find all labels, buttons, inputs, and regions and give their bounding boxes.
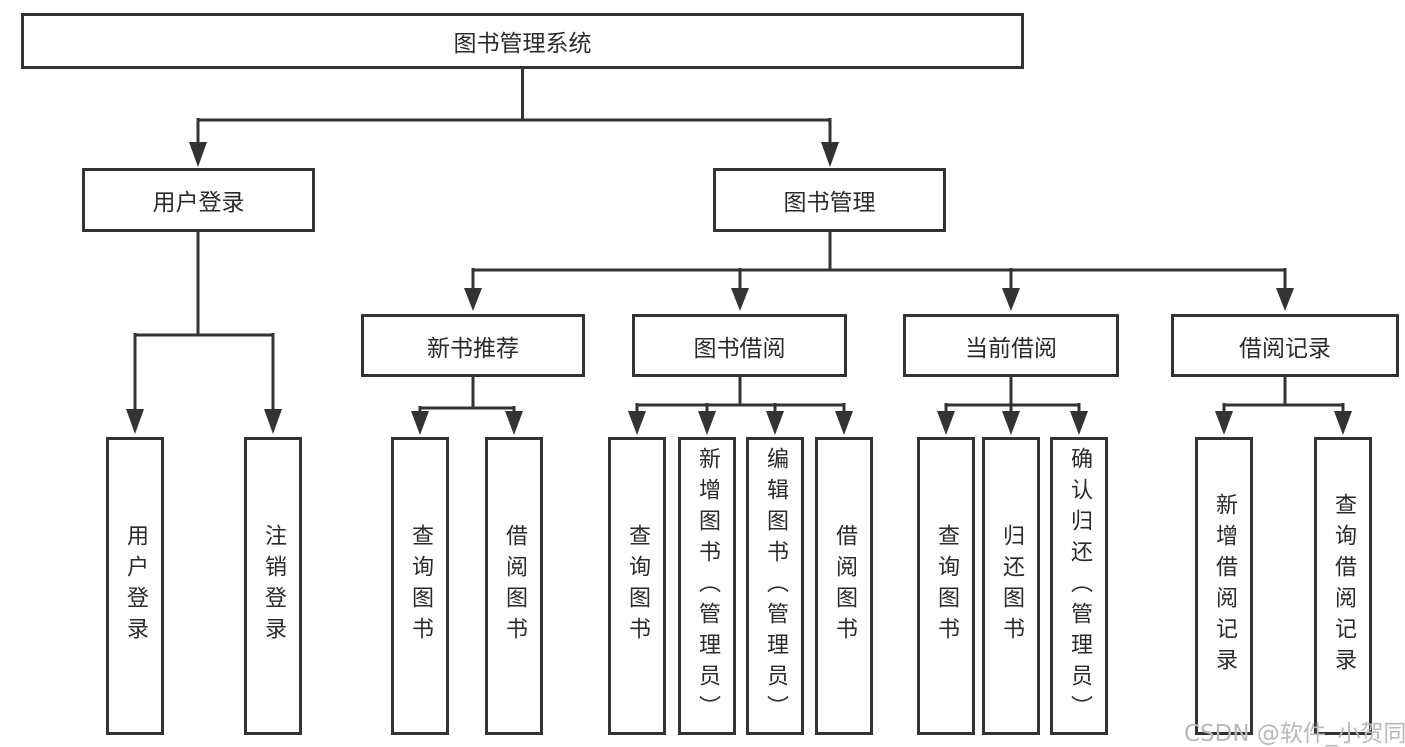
connector-new-book-recommendation-children — [411, 375, 523, 435]
node-label: 当前借阅 — [965, 335, 1057, 362]
node-label: 图书管理系统 — [453, 31, 592, 57]
node-label: 新增借阅记录 — [1212, 493, 1237, 679]
node-label: 用户登录 — [152, 190, 245, 216]
node-label: 图书借阅 — [693, 335, 786, 362]
leaf-recommend-borrow-books: 借阅图书 — [485, 437, 543, 735]
node-label: 查询图书 — [408, 524, 433, 648]
leaf-current-return-books: 归还图书 — [982, 437, 1040, 735]
node-label: 用户登录 — [123, 524, 148, 648]
node-label: 查询图书 — [625, 524, 650, 648]
leaf-user-login: 用户登录 — [106, 437, 164, 735]
connector-current-borrowing-children — [937, 375, 1088, 435]
connector-book-management-children — [464, 230, 1294, 311]
node-label: 借阅图书 — [502, 524, 527, 648]
node-library-system: 图书管理系统 — [21, 13, 1024, 69]
leaf-borrowing-borrow-books: 借阅图书 — [815, 437, 873, 735]
csdn-watermark: CSDN @软件_小贺同学 — [1184, 721, 1405, 747]
leaf-records-add-borrow-record: 新增借阅记录 — [1195, 437, 1253, 735]
node-label: 新书推荐 — [427, 335, 519, 362]
node-book-borrowing: 图书借阅 — [632, 314, 847, 377]
connector-book-borrowing-children — [628, 375, 853, 435]
node-label: 确认归还（管理员） — [1067, 446, 1092, 726]
leaf-recommend-query-books: 查询图书 — [391, 437, 449, 735]
node-label: 借阅图书 — [832, 524, 857, 648]
connector-user-login-children — [126, 230, 282, 434]
node-new-book-recommendation: 新书推荐 — [361, 314, 585, 377]
node-book-management: 图书管理 — [713, 168, 946, 232]
leaf-logout-login: 注销登录 — [244, 437, 302, 735]
node-label: 编辑图书（管理员） — [763, 446, 788, 726]
node-borrowing-records: 借阅记录 — [1171, 314, 1399, 377]
leaf-borrowing-query-books: 查询图书 — [608, 437, 666, 735]
leaf-borrowing-add-books-admin: 新增图书（管理员） — [678, 437, 736, 735]
leaf-records-query-borrow-record: 查询借阅记录 — [1314, 437, 1372, 735]
leaf-current-confirm-return-admin: 确认归还（管理员） — [1050, 437, 1108, 735]
leaf-current-query-books: 查询图书 — [917, 437, 975, 735]
connector-borrowing-records-children — [1215, 375, 1352, 435]
node-label: 图书管理 — [783, 190, 876, 216]
node-label: 查询借阅记录 — [1331, 493, 1356, 679]
leaf-borrowing-edit-books-admin: 编辑图书（管理员） — [746, 437, 804, 735]
node-label: 归还图书 — [999, 524, 1024, 648]
node-label: 借阅记录 — [1239, 335, 1331, 362]
node-user-login: 用户登录 — [82, 168, 315, 232]
connector-root-to-level2 — [189, 66, 839, 167]
node-label: 查询图书 — [934, 524, 959, 648]
node-current-borrowing: 当前借阅 — [903, 314, 1119, 377]
node-label: 新增图书（管理员） — [695, 446, 720, 726]
node-label: 注销登录 — [261, 524, 286, 648]
